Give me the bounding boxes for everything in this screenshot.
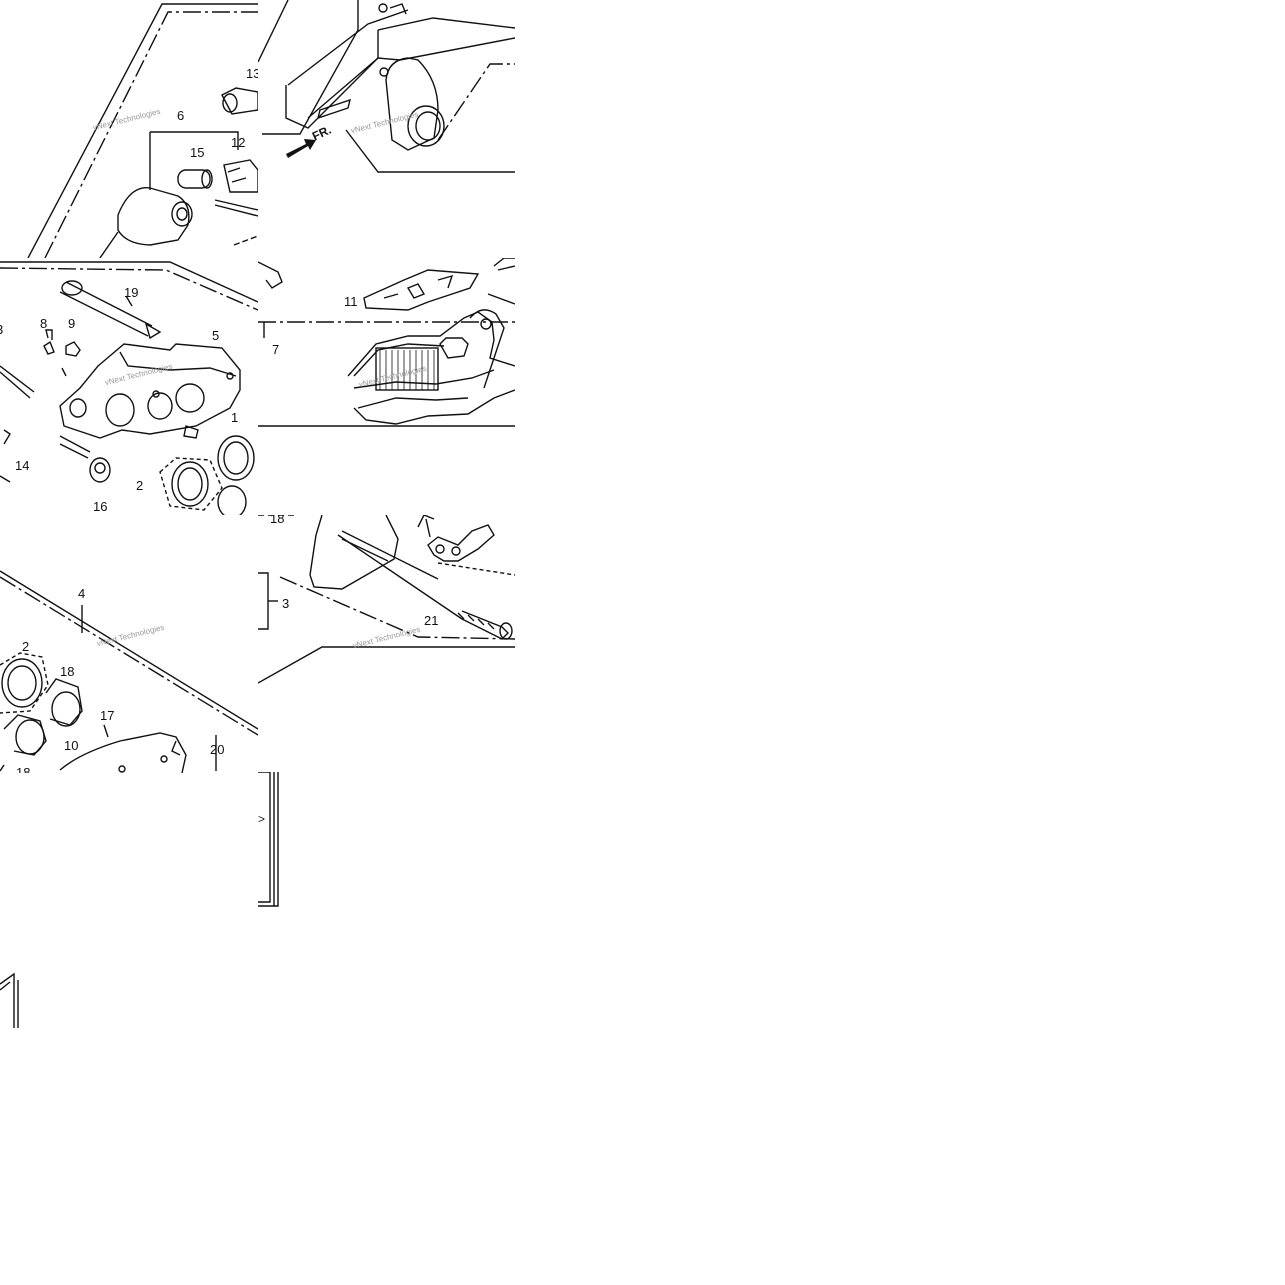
pads-drawing xyxy=(258,258,515,427)
callout-5: 5 xyxy=(212,328,220,343)
callout-4: 4 xyxy=(78,586,86,601)
callout-14: 14 xyxy=(15,458,30,473)
diagram-tile-pads: 11 7 vNext Technologies xyxy=(258,258,515,515)
diagram-tile-pistons: 4 2 18 17 10 20 18 vNext Technologies xyxy=(0,515,258,773)
caliper-drawing xyxy=(0,261,258,515)
callout-2: 2 xyxy=(22,639,30,654)
callout-8: 8 xyxy=(40,316,48,331)
corner-sliver-drawing xyxy=(0,972,19,1028)
callout-20: 20 xyxy=(210,742,225,757)
callout-19: 19 xyxy=(124,285,139,300)
swingarm-drawing xyxy=(258,0,515,173)
callout-13: 13 xyxy=(246,66,258,81)
callout-12: 12 xyxy=(231,135,246,150)
bracket-drawing xyxy=(27,3,258,258)
callout-3: 3 xyxy=(282,596,290,611)
diagram-tile-pad-plate: 18 3 21 vNext Technologies xyxy=(258,515,515,772)
callout-17: 17 xyxy=(100,708,115,723)
diagram-tile-corner-sliver xyxy=(0,970,22,1028)
diagram-tile-caliper: 19 8 9 5 3 1 14 2 16 vNext Technologies xyxy=(0,258,258,515)
callout-1: 1 xyxy=(231,410,239,425)
callout-21: 21 xyxy=(424,613,439,628)
callout-18-lower: 18 xyxy=(16,765,31,773)
callout-18: 18 xyxy=(270,515,285,526)
callout-15: 15 xyxy=(190,145,205,160)
callout-6: 6 xyxy=(177,108,185,123)
callout-11: 11 xyxy=(344,294,358,309)
diagram-tile-bracket: 13 6 15 12 vNext Technologies xyxy=(0,0,258,258)
callout-2: 2 xyxy=(136,478,144,493)
pistons-drawing xyxy=(0,570,258,773)
frame-edge-drawing xyxy=(258,772,279,907)
callout-18-upper: 18 xyxy=(60,664,75,679)
chevron-right-icon: > xyxy=(258,812,266,826)
callout-7: 7 xyxy=(272,342,280,357)
callout-3: 3 xyxy=(0,323,3,336)
callout-16: 16 xyxy=(93,499,108,514)
callout-10: 10 xyxy=(64,738,79,753)
pad-plate-drawing xyxy=(258,515,515,684)
diagram-tile-frame-edge: > xyxy=(258,772,280,908)
diagram-tile-swingarm: FR. vNext Technologies xyxy=(258,0,515,258)
callout-9: 9 xyxy=(68,316,76,331)
